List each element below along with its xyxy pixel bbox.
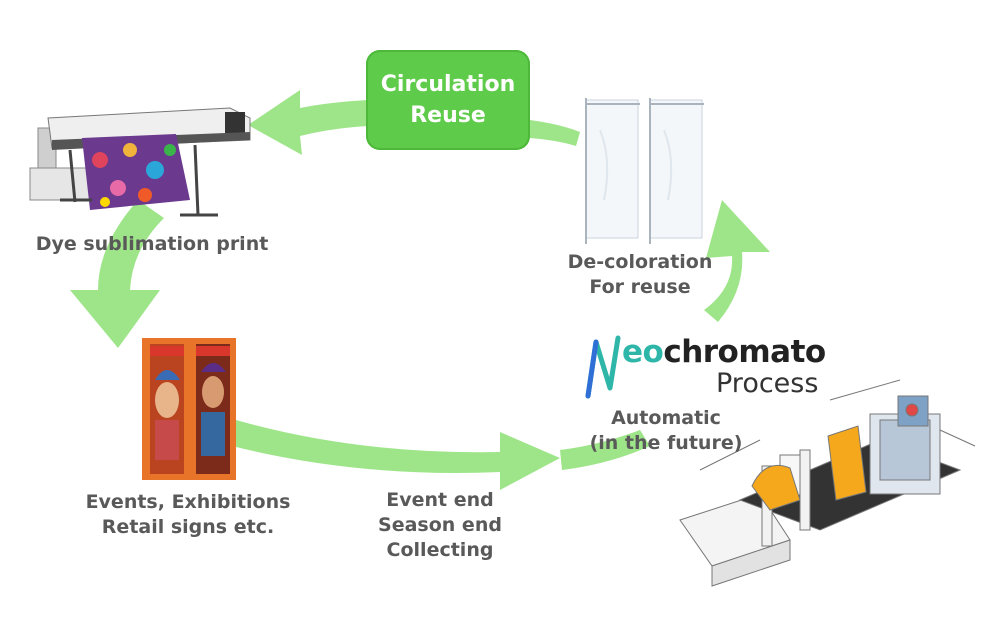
neochromato-logo: eochromato Process <box>582 330 842 400</box>
cycle-arrows <box>70 90 770 490</box>
arrow-right-low <box>560 430 650 470</box>
circulation-label: Circulation <box>380 72 516 97</box>
print-label: Dye sublimation print <box>35 233 269 255</box>
neochromato-n-mark <box>585 335 621 399</box>
neochromato-wordmark: eochromato <box>622 334 826 370</box>
events-label: Events, Exhibitions Retail signs etc. <box>85 491 291 538</box>
automatic-label: Automatic (in the future) <box>589 407 743 454</box>
arrow-left <box>70 200 164 348</box>
decoloration-label: De-coloration For reuse <box>567 251 713 298</box>
collecting-label: Event end Season end Collecting <box>378 489 502 561</box>
arrow-top-right <box>530 120 580 146</box>
decoloration-machine-image <box>679 379 976 587</box>
arrow-right <box>704 200 770 322</box>
reuse-label: Reuse <box>410 103 486 128</box>
circulation-reuse-box: Circulation Reuse <box>366 50 530 150</box>
process-wordmark: Process <box>716 368 819 399</box>
printer-image <box>29 107 251 217</box>
arrow-bottom <box>232 420 560 490</box>
arrow-top <box>248 90 368 155</box>
white-banners-image <box>585 98 704 244</box>
printed-banners-image <box>142 338 236 480</box>
